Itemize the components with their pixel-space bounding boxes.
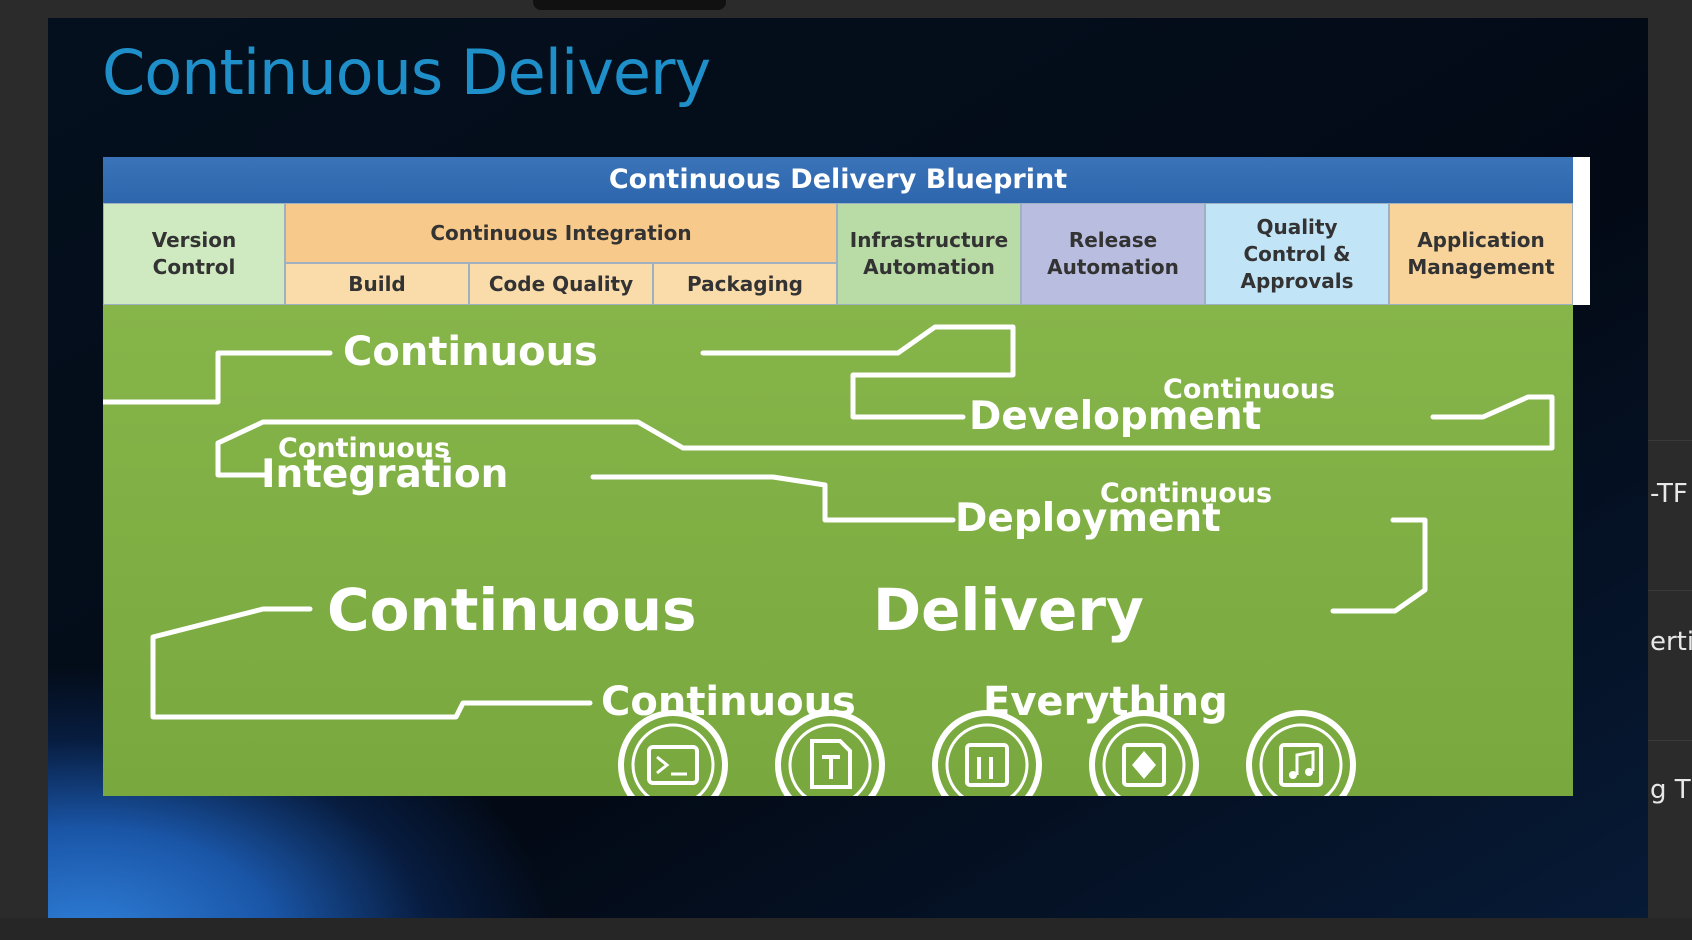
continuous-integration-label: Continuous Integration	[430, 220, 692, 245]
background-list-item[interactable]: erti	[1648, 590, 1692, 741]
blueprint-header: Continuous Delivery Blueprint	[103, 157, 1573, 203]
build-cell: Build	[285, 263, 469, 305]
integration-big-text: Integration	[261, 452, 508, 497]
packaging-cell: Packaging	[653, 263, 837, 305]
delivery-continuous-text: Continuous	[327, 576, 697, 644]
infrastructure-automation-cell: Infrastructure Automation	[837, 203, 1021, 305]
blueprint-diagram: Continuous Delivery Blueprint Version Co…	[103, 157, 1590, 796]
blueprint-edge	[1573, 157, 1590, 305]
delivery-bold-text: Delivery	[873, 576, 1144, 644]
quality-control-label: Quality Control & Approvals	[1240, 214, 1354, 293]
quality-control-cell: Quality Control & Approvals	[1205, 203, 1389, 305]
background-bar	[0, 918, 1692, 940]
integration-small-text: Continuous	[278, 433, 450, 464]
background-list: -TF erti g T	[1648, 440, 1692, 860]
continuous-integration-cell: Continuous Integration	[285, 203, 837, 263]
connector-lines	[103, 324, 1555, 720]
background-list-item[interactable]: g T	[1648, 740, 1692, 891]
connector-line	[1330, 517, 1428, 614]
version-control-label: Version Control	[151, 228, 237, 279]
connector-line	[150, 606, 593, 720]
packaging-label: Packaging	[687, 271, 803, 296]
continuous-graphic: Continuous Continuous Development Contin…	[103, 324, 1555, 796]
release-automation-label: Release Automation	[1047, 228, 1179, 279]
music-file-icon	[1246, 710, 1356, 796]
window-tab	[533, 0, 726, 10]
files-icon	[932, 710, 1042, 796]
infrastructure-automation-label: Infrastructure Automation	[849, 228, 1009, 279]
build-label: Build	[348, 271, 406, 296]
code-quality-label: Code Quality	[488, 271, 634, 296]
icon-row	[618, 710, 1356, 796]
text-document-icon	[775, 710, 885, 796]
application-management-cell: Application Management	[1389, 203, 1573, 305]
slide-title: Continuous Delivery	[102, 36, 711, 109]
background-list-item-label: erti	[1650, 627, 1692, 657]
connector-line	[700, 324, 1016, 420]
connector-line	[590, 474, 956, 523]
deployment-big-text: Deployment	[955, 496, 1221, 541]
everything-continuous-text: Continuous	[601, 679, 856, 725]
background-list-item-label: -TF	[1650, 479, 1688, 509]
background-list-item-label: g T	[1650, 775, 1691, 805]
connector-line	[103, 350, 333, 405]
connector-line	[215, 394, 1555, 478]
development-big-text: Development	[969, 394, 1261, 439]
development-small-text: Continuous	[1163, 374, 1335, 405]
terminal-icon	[618, 710, 728, 796]
deployment-small-text: Continuous	[1100, 478, 1272, 509]
release-automation-cell: Release Automation	[1021, 203, 1205, 305]
presentation-slide: Continuous Delivery Continuous Delivery …	[48, 18, 1648, 918]
continuous-top-text: Continuous	[343, 329, 598, 375]
everything-bold-text: Everything	[983, 679, 1228, 725]
background-list-item[interactable]: -TF	[1648, 440, 1692, 591]
application-management-label: Application Management	[1407, 228, 1555, 279]
continuous-graphic-panel: Continuous Continuous Development Contin…	[103, 305, 1573, 796]
version-control-cell: Version Control	[103, 203, 285, 305]
diagram-icon	[1089, 710, 1199, 796]
graphic-labels: Continuous Continuous Development Contin…	[261, 329, 1335, 725]
code-quality-cell: Code Quality	[469, 263, 653, 305]
